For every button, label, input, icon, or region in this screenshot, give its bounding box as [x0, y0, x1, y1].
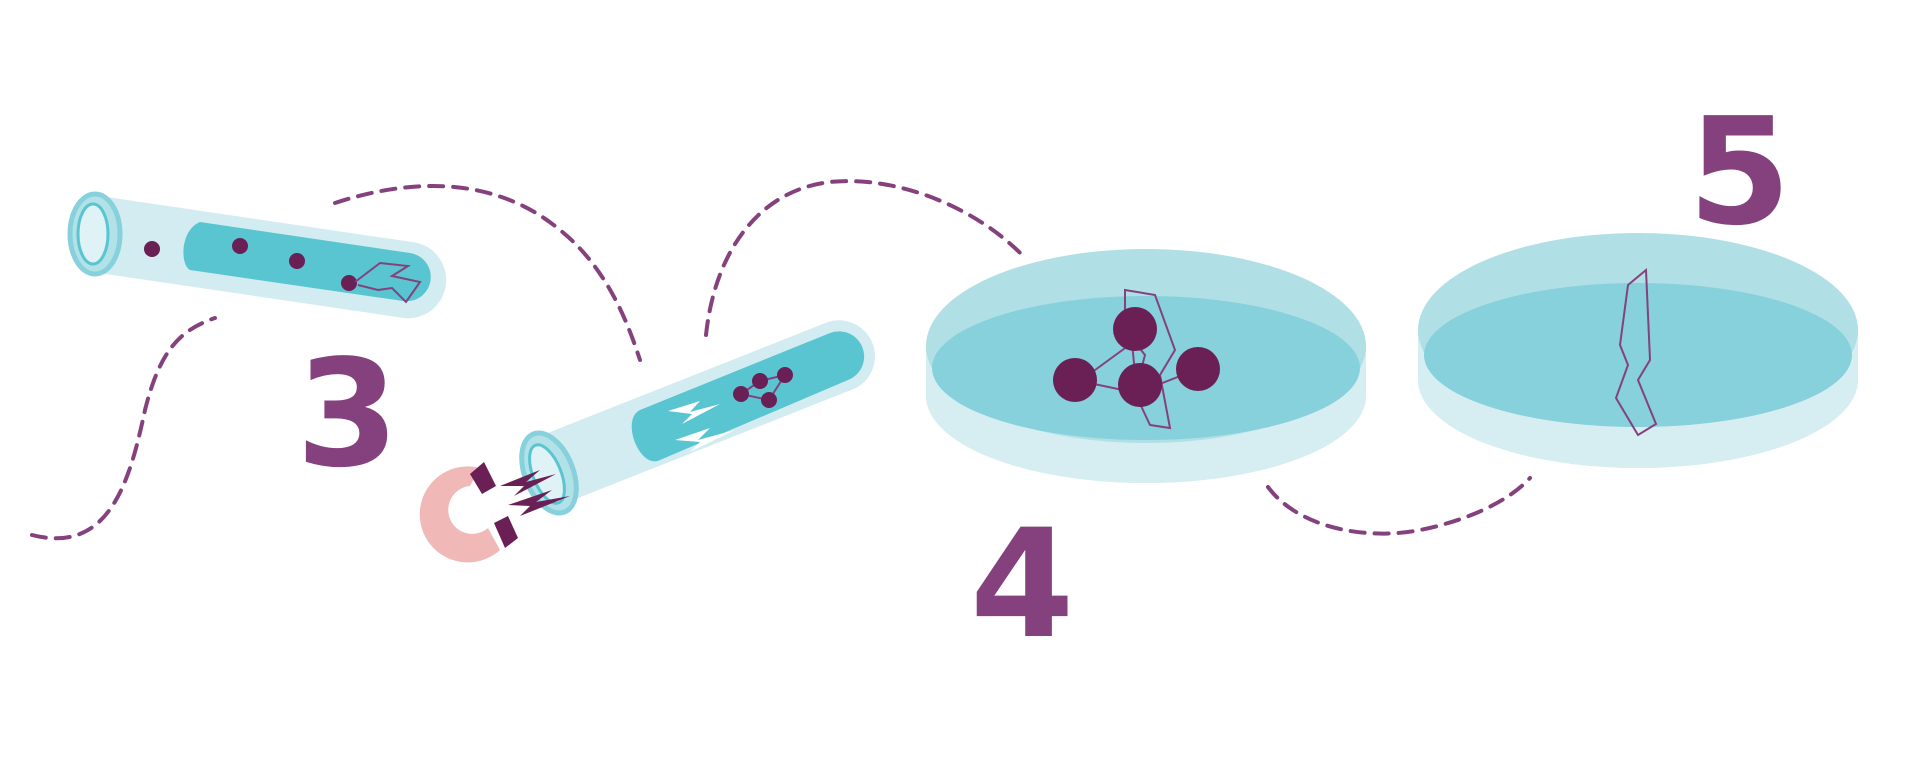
petri-dish-1	[926, 249, 1366, 483]
lightning-icon	[675, 428, 735, 452]
connector-start	[30, 316, 217, 541]
tube-opening-inner	[528, 443, 566, 505]
connector-tube2-to-dish1	[704, 179, 1027, 337]
magnet-icon	[419, 462, 570, 563]
step-number-4: 4	[970, 498, 1074, 672]
dashed-connectors	[30, 179, 1532, 541]
lightning-icon	[668, 401, 720, 424]
step-number-5: 5	[1688, 86, 1791, 258]
dna-fragment-icon	[354, 261, 422, 304]
particle	[232, 238, 248, 254]
molecule-icon	[733, 367, 793, 408]
particle	[341, 275, 357, 291]
particle	[289, 253, 305, 269]
connector-dish1-to-dish2	[1266, 476, 1532, 536]
dish-inner	[1424, 283, 1852, 427]
dna-fragment-icon	[1614, 267, 1658, 437]
molecule-icon	[1053, 307, 1220, 407]
step-number-3: 3	[296, 328, 399, 500]
connector-tube1-to-tube2	[333, 184, 642, 362]
test-tube-2	[419, 320, 875, 563]
tube-opening-inner	[76, 202, 110, 266]
test-tube-1	[67, 191, 447, 319]
petri-dish-2	[1418, 233, 1858, 468]
particle	[144, 241, 160, 257]
